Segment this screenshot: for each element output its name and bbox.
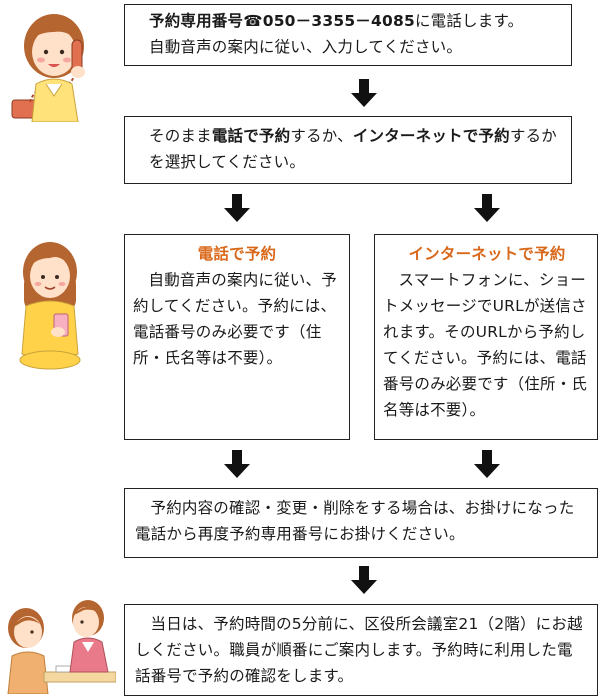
down-arrow-icon	[224, 450, 250, 478]
phone-option-title: 電話で予約	[197, 245, 277, 263]
woman-smartphone-illustration	[19, 242, 81, 370]
down-arrow-icon	[351, 79, 377, 107]
step2-phone-keyword: 電話で予約	[211, 127, 291, 145]
phone-option-box: 電話で予約 自動音声の案内に従い、予約してください。予約には、電話番号のみ必要で…	[124, 234, 350, 440]
step3-body: 予約内容の確認・変更・削除をする場合は、お掛けになった電話から再度予約専用番号に…	[135, 499, 575, 543]
down-arrow-icon	[474, 450, 500, 478]
step4-box: 当日は、予約時間の5分前に、区役所会議室21（2階）にお越しください。職員が順番…	[124, 604, 598, 696]
internet-option-title: インターネットで予約	[408, 245, 566, 263]
woman-phone-illustration	[11, 14, 85, 122]
down-arrow-icon	[474, 194, 500, 222]
reservation-phone-number: 予約専用番号☎050－3355－4085	[149, 12, 415, 30]
internet-option-box: インターネットで予約 スマートフォンに、ショートメッセージでURLが送信されます…	[374, 234, 598, 440]
step2-text-2: するか、	[290, 127, 353, 145]
down-arrow-icon	[224, 194, 250, 222]
step1-line1-text: に電話します。	[414, 12, 524, 30]
step1-line2-text: 自動音声の案内に従い、入力してください。	[149, 38, 463, 56]
step2-box: そのまま電話で予約するか、インターネットで予約するかを選択してください。	[124, 116, 572, 184]
step1-box: 予約専用番号☎050－3355－4085に電話します。 自動音声の案内に従い、入…	[124, 4, 572, 66]
reception-illustration	[7, 600, 116, 694]
step2-internet-keyword: インターネットで予約	[352, 127, 510, 145]
step3-box: 予約内容の確認・変更・削除をする場合は、お掛けになった電話から再度予約専用番号に…	[124, 488, 598, 558]
step4-body: 当日は、予約時間の5分前に、区役所会議室21（2階）にお越しください。職員が順番…	[135, 615, 583, 685]
phone-option-body: 自動音声の案内に従い、予約してください。予約には、電話番号のみ必要です（住所・氏…	[133, 271, 337, 367]
step2-text-3: するかを選択してください。	[149, 127, 557, 171]
internet-option-body: スマートフォンに、ショートメッセージでURLが送信されます。そのURLから予約し…	[383, 271, 588, 419]
down-arrow-icon	[351, 566, 377, 594]
step2-text-1: そのまま	[149, 127, 212, 145]
